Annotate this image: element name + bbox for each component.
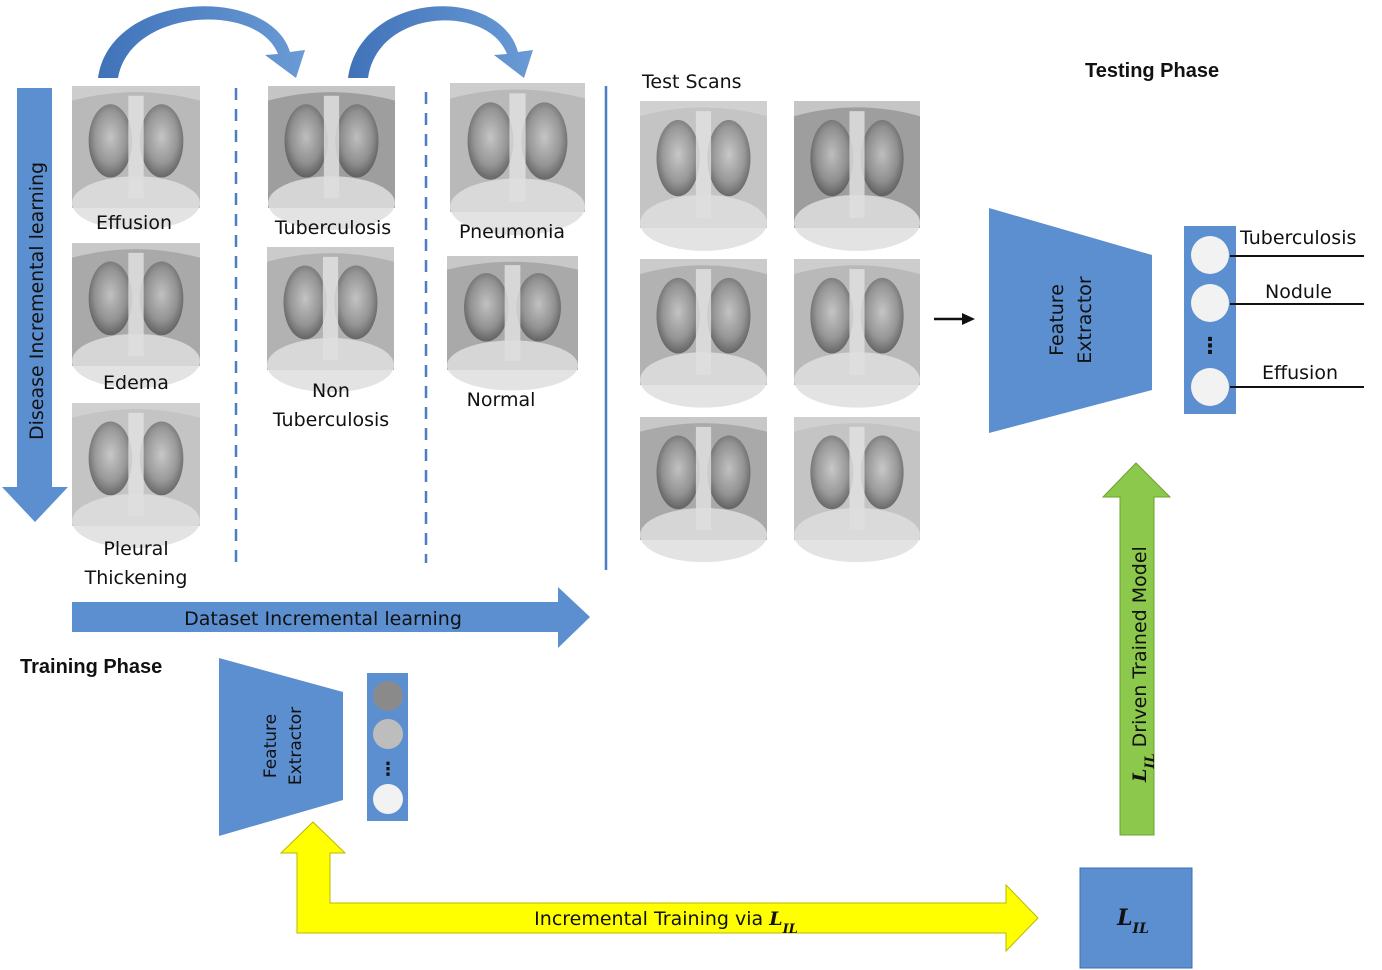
testing-ellipsis: ⋮ <box>1199 334 1221 359</box>
testing-output-node-1 <box>1191 236 1229 274</box>
loss-box <box>1079 867 1193 969</box>
label-pleural: Pleural <box>103 538 168 560</box>
xray-images <box>72 83 920 563</box>
label-pneumonia: Pneumonia <box>459 221 565 243</box>
training-output-node-1 <box>373 681 403 711</box>
driven-trained-model-arrow <box>1101 462 1172 836</box>
training-feature-label-2: Extractor <box>286 707 306 785</box>
output-label-effusion: Effusion <box>1262 362 1338 384</box>
loss-box-label: LIL <box>1116 905 1149 937</box>
label-non-tuberculosis: Tuberculosis <box>272 409 389 431</box>
xray-thumbnail <box>450 83 585 236</box>
label-edema: Edema <box>103 372 169 394</box>
training-output-node-3 <box>373 784 403 814</box>
disease-incremental-arrow <box>2 88 68 522</box>
incremental-training-arrow <box>279 821 1039 953</box>
xray-thumbnail <box>72 86 200 230</box>
testing-feature-label-2: Extractor <box>1074 276 1096 364</box>
testing-phase-heading: Testing Phase <box>1085 60 1219 82</box>
xray-thumbnail <box>72 403 200 549</box>
training-ellipsis: ⋮ <box>379 759 397 780</box>
test-scans-label: Test Scans <box>641 71 742 93</box>
training-feature-extractor <box>219 658 343 836</box>
xray-thumbnail <box>72 243 200 389</box>
testing-output-node-3 <box>1191 368 1229 406</box>
scans-to-extractor-arrowhead <box>962 313 975 325</box>
testing-output-node-2 <box>1191 284 1229 322</box>
driven-trained-model-label: LIL Driven Trained Model <box>1129 546 1158 783</box>
label-tuberculosis: Tuberculosis <box>274 217 391 239</box>
training-output-node-2 <box>373 719 403 749</box>
disease-incremental-label: Disease Incremental learning <box>26 162 48 440</box>
xray-thumbnail <box>267 247 394 393</box>
dataset-incremental-label: Dataset Incremental learning <box>184 608 462 630</box>
training-feature-label-1: Feature <box>261 714 281 778</box>
incremental-training-label: Incremental Training via LIL <box>534 908 798 937</box>
label-thickening: Thickening <box>84 567 188 589</box>
output-label-nodule: Nodule <box>1265 281 1332 303</box>
testing-feature-extractor <box>989 208 1152 433</box>
dataset-incremental-arrow <box>72 587 590 648</box>
label-effusion: Effusion <box>96 212 172 234</box>
label-normal: Normal <box>467 389 536 411</box>
xray-thumbnail <box>268 86 395 230</box>
label-non: Non <box>312 380 350 402</box>
xray-thumbnail <box>447 256 578 391</box>
training-phase-heading: Training Phase <box>20 656 162 678</box>
xray-thumbnail <box>640 417 767 563</box>
curved-arrow-1 <box>98 6 305 78</box>
curved-arrow-2 <box>348 6 533 78</box>
xray-thumbnail <box>794 417 920 563</box>
xray-thumbnail <box>640 101 767 251</box>
xray-thumbnail <box>640 259 767 408</box>
output-label-tuberculosis: Tuberculosis <box>1239 227 1356 249</box>
xray-thumbnail <box>794 259 920 408</box>
testing-feature-label-1: Feature <box>1046 284 1068 356</box>
xray-thumbnail <box>794 101 920 251</box>
